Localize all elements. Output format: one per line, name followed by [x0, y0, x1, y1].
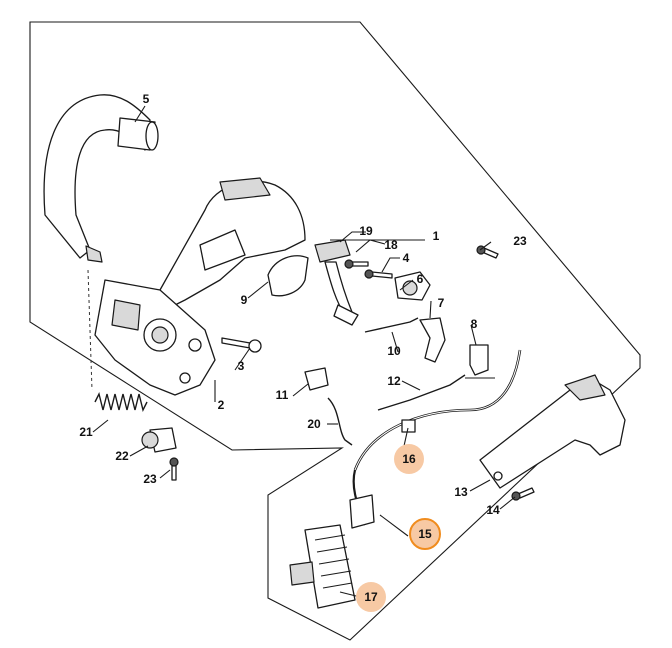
callout-7[interactable]: 7 — [438, 296, 445, 310]
clip — [304, 367, 329, 391]
callout-6[interactable]: 6 — [417, 272, 424, 286]
callout-23-top[interactable]: 23 — [513, 234, 527, 248]
callout-15[interactable]: 15 — [418, 527, 432, 541]
front-handle-bar — [43, 94, 159, 263]
highlight-16 — [394, 444, 424, 474]
housing-body — [94, 279, 216, 396]
callout-20[interactable]: 20 — [307, 417, 321, 431]
callout-10[interactable]: 10 — [387, 344, 401, 358]
cable-bushing — [314, 239, 359, 326]
callout-17[interactable]: 17 — [364, 590, 378, 604]
callout-12[interactable]: 12 — [387, 374, 401, 388]
screw-14 — [511, 487, 535, 501]
callout-11[interactable]: 11 — [276, 388, 289, 402]
spring-holder — [141, 427, 177, 453]
handle-housing — [159, 177, 306, 306]
bolt — [221, 337, 262, 353]
grip-cover — [267, 255, 309, 297]
connector-8 — [465, 344, 495, 379]
callout-13[interactable]: 13 — [454, 485, 468, 499]
screw-4 — [364, 269, 393, 279]
switch — [394, 271, 431, 301]
callout-9[interactable]: 9 — [241, 293, 248, 307]
spring-wire — [364, 317, 419, 333]
rod — [327, 397, 353, 446]
terminal-block — [289, 524, 356, 609]
callout-21[interactable]: 21 — [79, 425, 93, 439]
highlight-17 — [356, 582, 386, 612]
callout-3[interactable]: 3 — [238, 359, 245, 373]
callout-19[interactable]: 19 — [359, 224, 373, 238]
wiring-harness — [349, 349, 522, 529]
trigger — [419, 317, 446, 363]
callout-1[interactable]: 1 — [433, 229, 440, 243]
cable — [377, 374, 466, 411]
screw-23-bottom — [169, 457, 179, 481]
callout-23-bottom[interactable]: 23 — [143, 472, 157, 486]
callout-14[interactable]: 14 — [486, 503, 500, 517]
guide-line — [87, 269, 93, 391]
spring — [94, 391, 148, 413]
callout-16[interactable]: 16 — [402, 452, 416, 466]
rear-grip-cover — [479, 374, 626, 489]
highlight-15[interactable] — [409, 518, 441, 550]
callout-8[interactable]: 8 — [471, 317, 478, 331]
callout-22[interactable]: 22 — [115, 449, 129, 463]
callout-4[interactable]: 4 — [403, 251, 410, 265]
screw-23-top — [476, 245, 499, 259]
callout-2[interactable]: 2 — [218, 398, 225, 412]
assembly-frame — [29, 21, 641, 641]
leader-lines — [92, 105, 516, 598]
screw-18 — [344, 259, 369, 269]
callout-18[interactable]: 18 — [384, 238, 398, 252]
callout-5[interactable]: 5 — [143, 92, 150, 106]
